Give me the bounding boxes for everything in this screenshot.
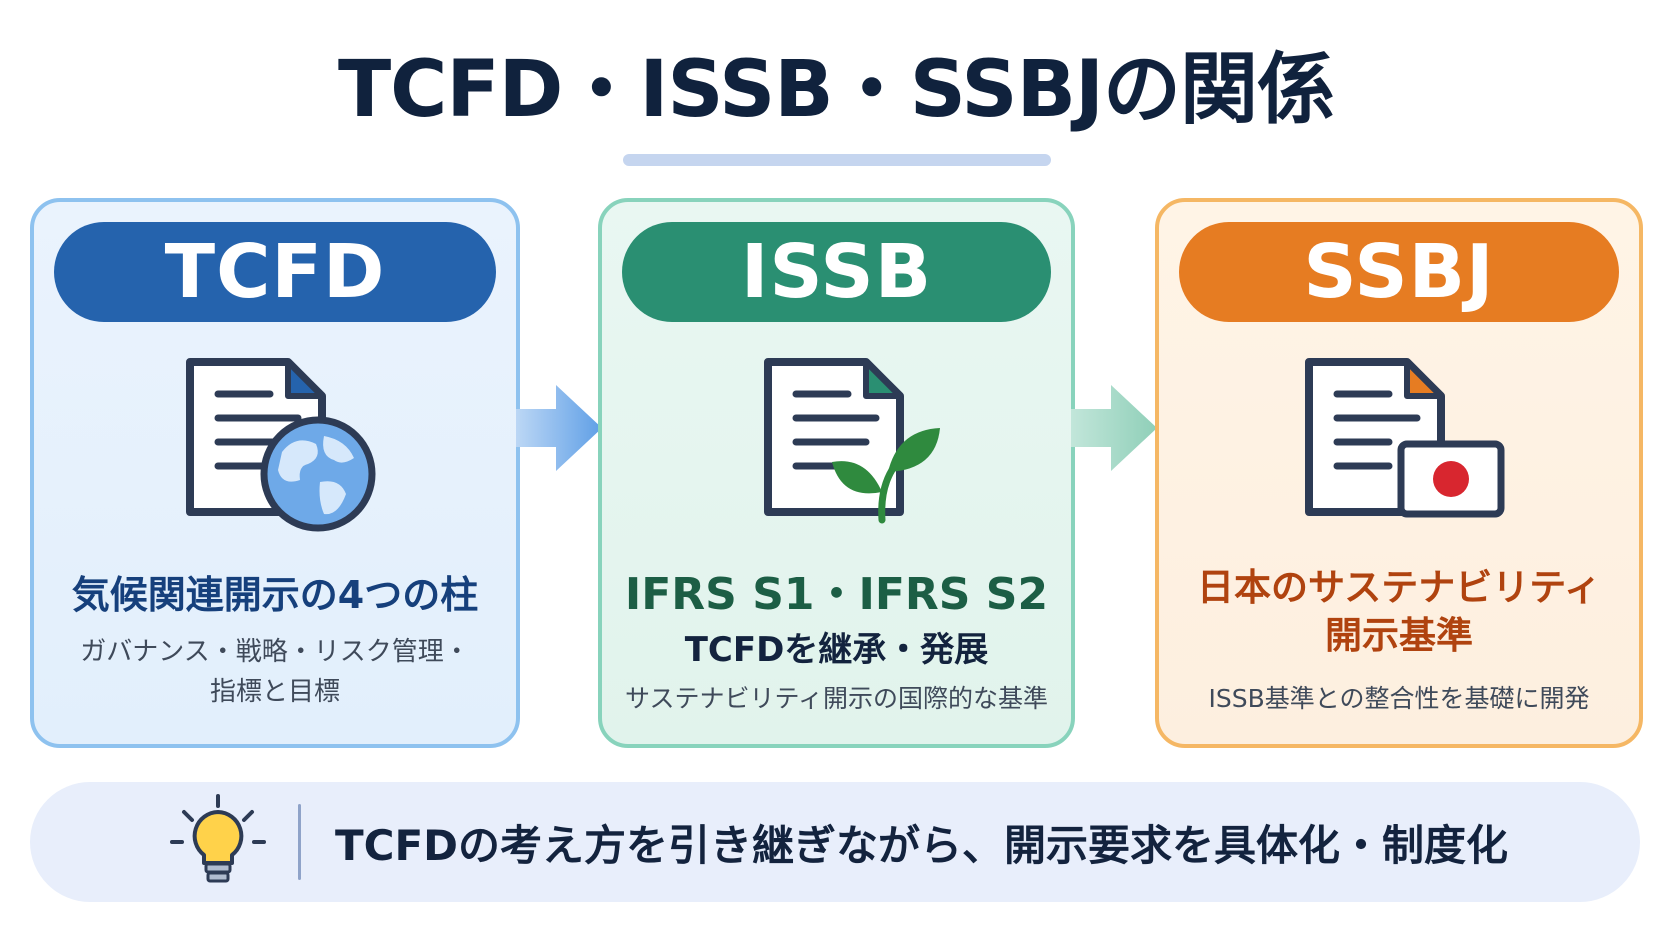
- ssbj-label: SSBJ: [1179, 222, 1619, 322]
- ssbj-headline-line2: 開示基準: [1325, 614, 1473, 658]
- tcfd-headline: 気候関連開示の4つの柱: [71, 573, 479, 617]
- ssbj-headline: 日本のサステナビリティ 開示基準: [1159, 564, 1639, 660]
- title-underline: [623, 154, 1051, 166]
- issb-subhead: TCFDを継承・発展: [684, 630, 989, 670]
- tcfd-description: ガバナンス・戦略・リスク管理・ 指標と目標: [34, 632, 516, 713]
- issb-card: ISSB IFRS S1・IFRS S2 TCFDを継承・発展 サステナビリティ…: [598, 198, 1075, 748]
- lightbulb-icon: [170, 794, 266, 883]
- issb-label: ISSB: [622, 222, 1051, 322]
- page-title: TCFD・ISSB・SSBJの関係: [337, 45, 1335, 135]
- document-globe-icon: [186, 358, 376, 532]
- document-leaf-icon: [763, 358, 940, 524]
- tcfd-description-line1: ガバナンス・戦略・リスク管理・: [80, 637, 470, 667]
- arrow-right-icon: [516, 385, 602, 471]
- banner-text: TCFDの考え方を引き継ぎながら、開示要求を具体化・制度化: [335, 820, 1509, 870]
- tcfd-label: TCFD: [54, 222, 496, 322]
- arrow-right-icon: [1071, 385, 1157, 471]
- ssbj-description: ISSB基準との整合性を基礎に開発: [1208, 684, 1590, 713]
- issb-headline: IFRS S1・IFRS S2: [624, 569, 1049, 620]
- tcfd-card: TCFD 気候関連開示の4つの柱 ガバナンス・戦略・リスク管理・ 指標と目標: [30, 198, 520, 748]
- ssbj-card: SSBJ 日本のサステナビリティ 開示基準 ISSB基準との整合性を基礎に開発: [1155, 198, 1643, 748]
- banner-divider: [298, 804, 301, 880]
- summary-banner: TCFDの考え方を引き継ぎながら、開示要求を具体化・制度化: [30, 782, 1640, 902]
- tcfd-description-line2: 指標と目標: [209, 677, 340, 708]
- document-japan-flag-icon: [1305, 358, 1505, 518]
- issb-description: サステナビリティ開示の国際的な基準: [624, 684, 1048, 713]
- ssbj-headline-line1: 日本のサステナビリティ: [1196, 566, 1602, 609]
